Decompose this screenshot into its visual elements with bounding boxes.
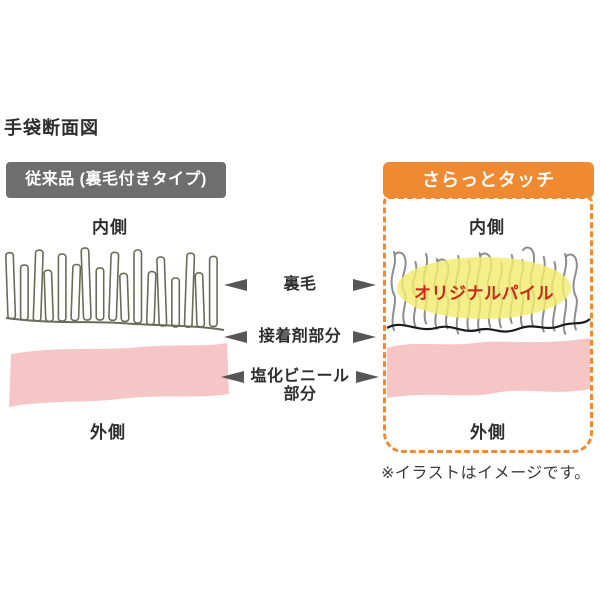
arrow-right-icon <box>356 371 379 383</box>
left-panel-header: 従来品 (裏毛付きタイプ) <box>6 162 226 198</box>
callout-adhesive: 接着剤部分 <box>224 328 376 346</box>
right-outer-label: 外側 <box>470 423 506 442</box>
callout-adhesive-label: 接着剤部分 <box>258 328 342 345</box>
arrow-left-icon <box>224 279 247 291</box>
callout-vinyl-label: 塩化ビニール 部分 <box>244 368 356 404</box>
arrow-right-icon <box>353 331 376 343</box>
page-title: 手袋断面図 <box>4 118 99 138</box>
callout-vinyl-line1: 塩化ビニール <box>250 368 350 385</box>
left-outer-label: 外側 <box>90 423 126 442</box>
callout-vinyl: 塩化ビニール 部分 <box>221 368 379 404</box>
left-vinyl-layer <box>9 343 229 407</box>
left-fabric-baseline <box>5 317 225 331</box>
right-panel-header: さらっとタッチ <box>383 162 594 198</box>
arrow-left-icon <box>221 371 244 383</box>
illustration-footnote: ※イラストはイメージです。 <box>381 465 591 482</box>
right-vinyl-layer <box>387 338 590 398</box>
right-adhesive-baseline <box>386 318 591 333</box>
original-pile-badge: オリジナルパイル <box>414 284 554 303</box>
arrow-right-icon <box>353 279 376 291</box>
pile-highlight-ellipse <box>397 257 571 319</box>
callout-vinyl-line2: 部分 <box>283 386 317 403</box>
lining-bristles-illustration <box>5 247 218 329</box>
left-inner-label: 内側 <box>92 218 128 237</box>
callout-lining-label: 裏毛 <box>283 276 317 293</box>
arrow-left-icon <box>224 331 247 343</box>
right-inner-label: 内側 <box>469 218 505 237</box>
callout-lining: 裏毛 <box>224 276 376 294</box>
